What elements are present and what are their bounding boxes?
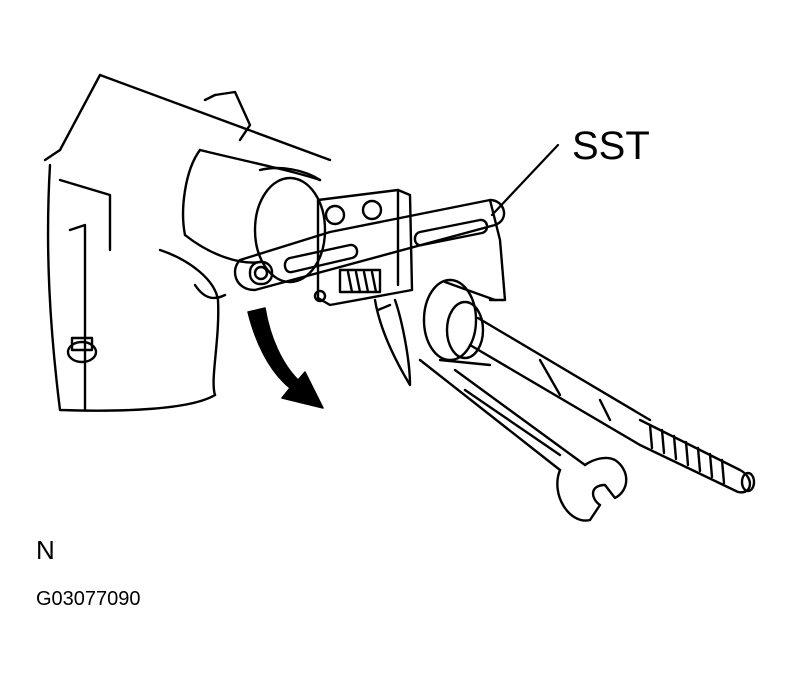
column-cylinder (182, 148, 327, 284)
orientation-mark: N (36, 535, 55, 565)
sst-leader-line (490, 143, 560, 217)
sst-puller-bar (233, 198, 507, 302)
figure-code: G03077090 (36, 588, 141, 610)
socket-extension (422, 278, 756, 494)
rotation-arrow-icon (247, 307, 324, 409)
sst-label: SST (572, 124, 650, 168)
open-end-wrench (418, 358, 628, 522)
sst-hook (373, 298, 412, 387)
column-housing (43, 73, 332, 412)
sst-plate (313, 188, 414, 307)
